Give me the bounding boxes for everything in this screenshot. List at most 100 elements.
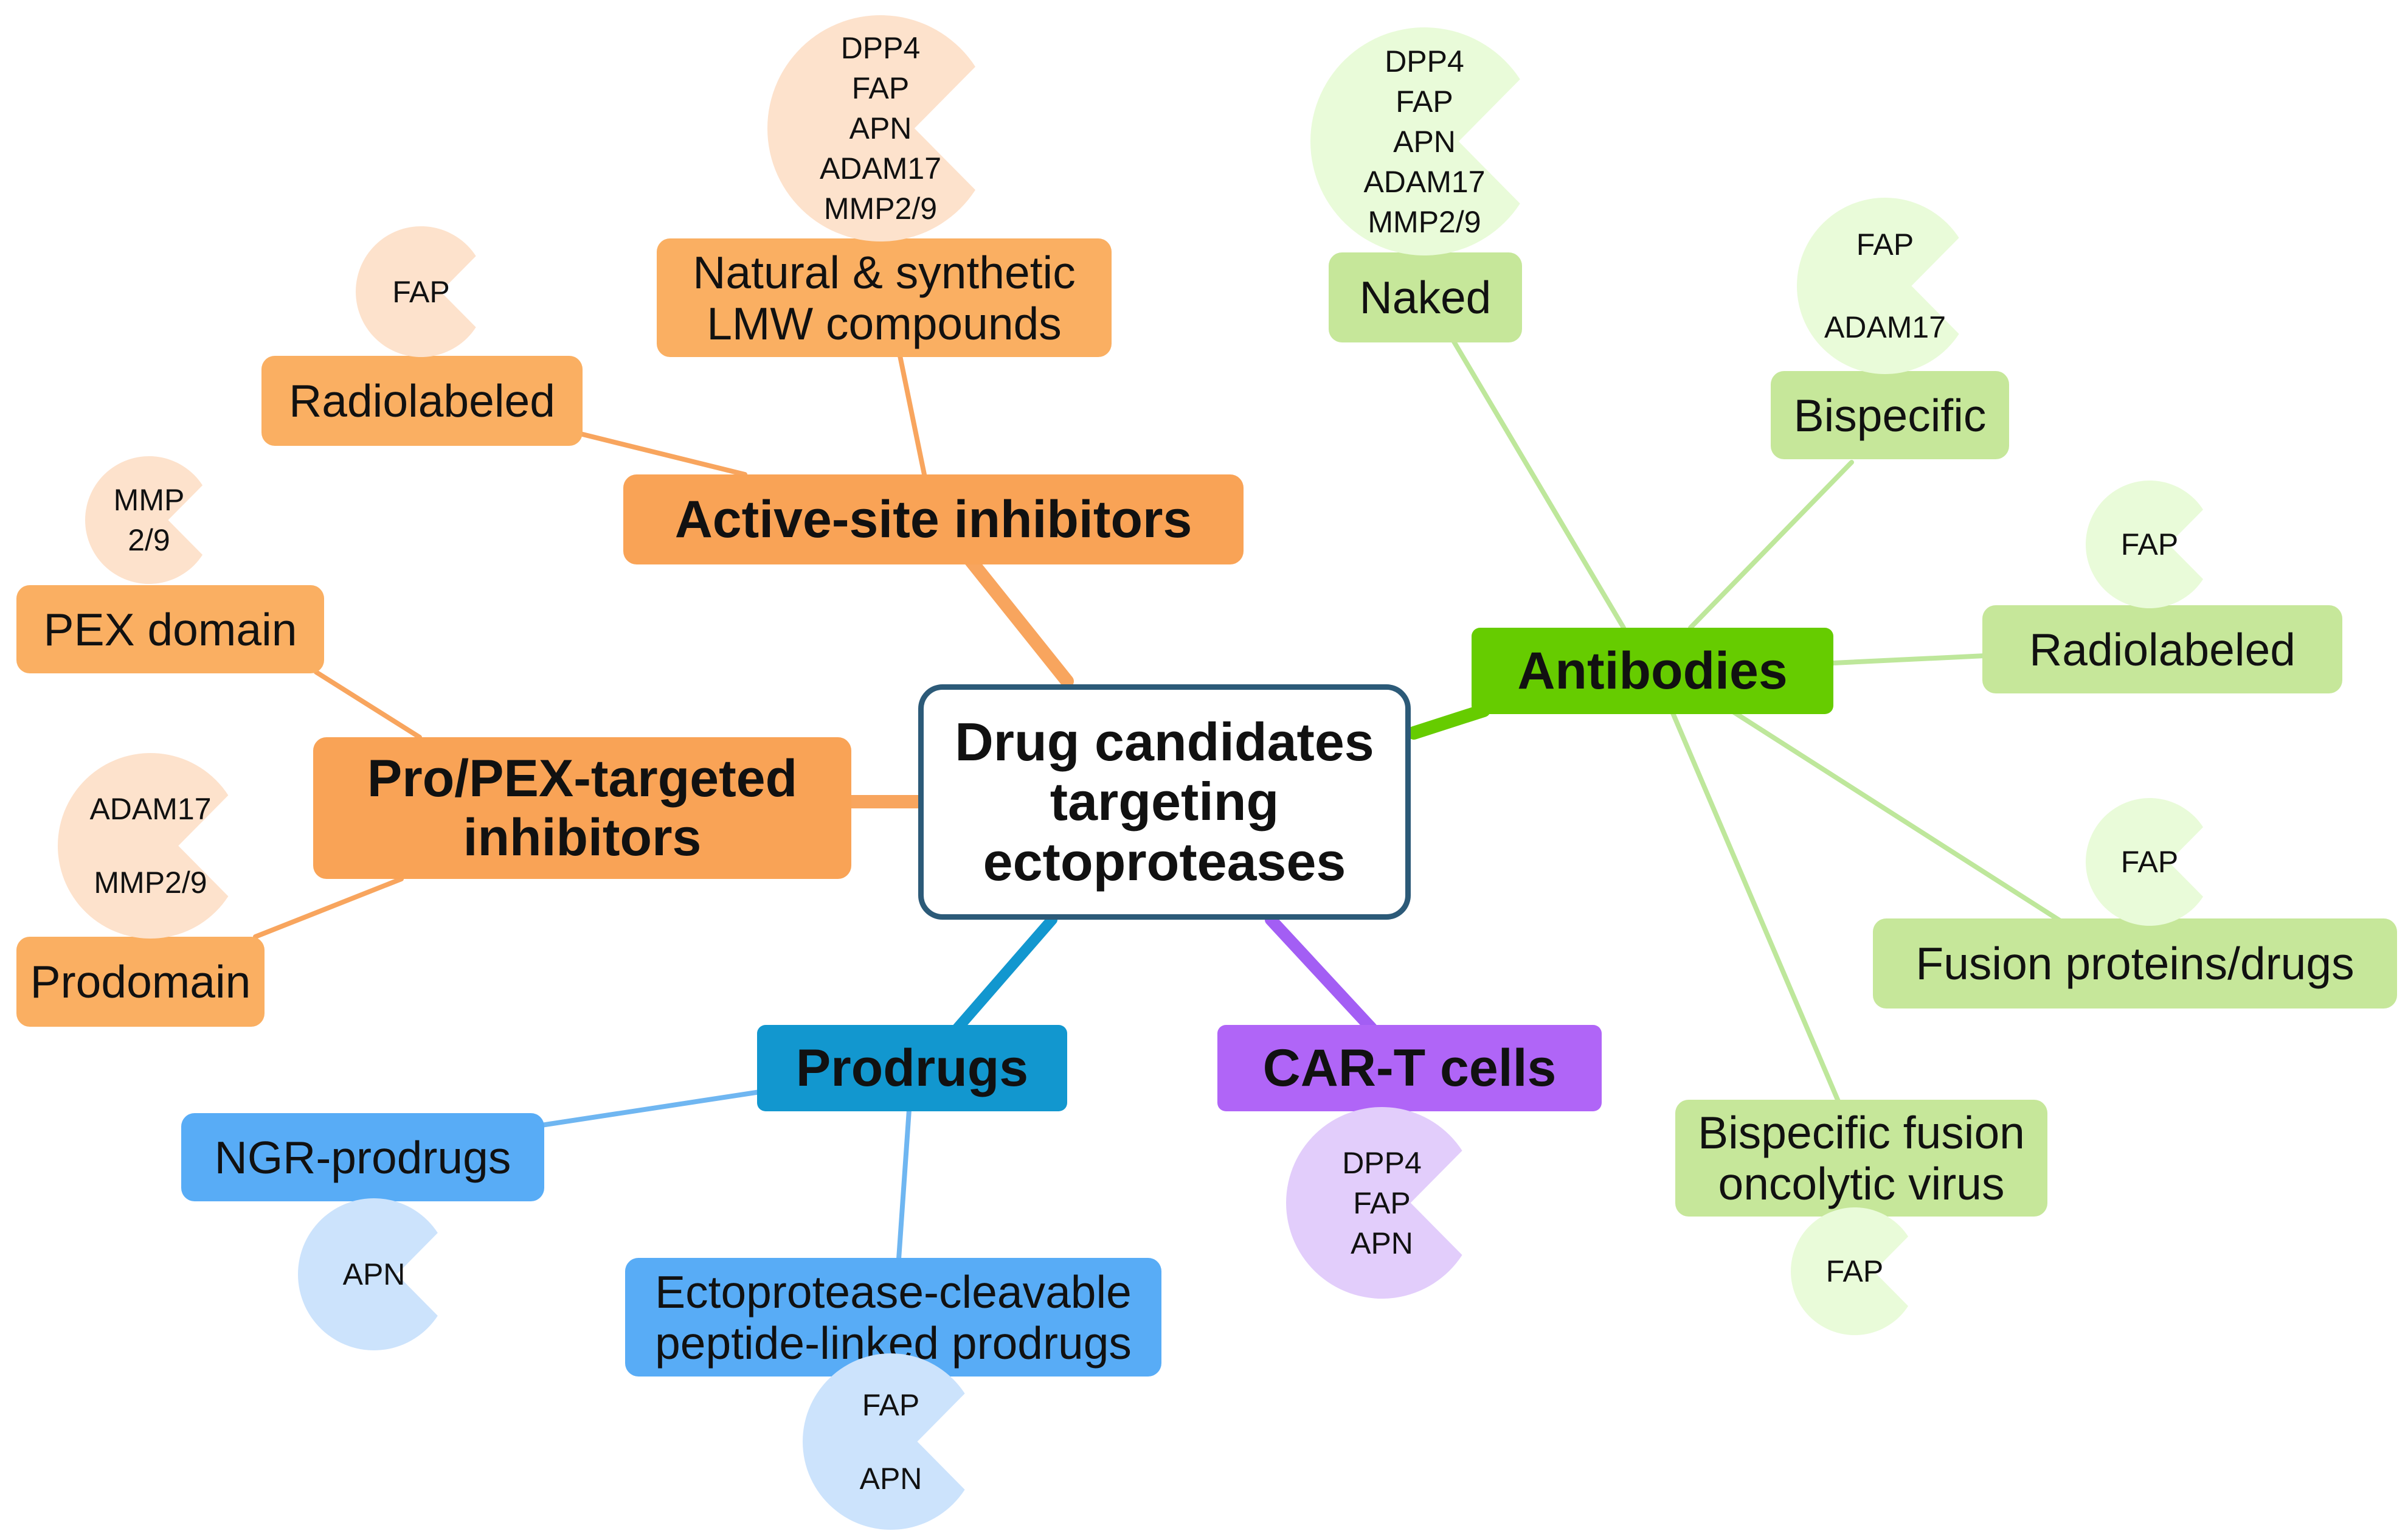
fusion-proteins-node: Fusion proteins/drugs [1873, 918, 2397, 1009]
target-label: DPP4 [1342, 1145, 1422, 1180]
center-node: Drug candidates targeting ectoproteases [918, 684, 1411, 920]
connector-antibodies-bispecific-fusion [1670, 709, 1842, 1106]
target-label: MMP2/9 [823, 192, 938, 226]
pacman-shape [1797, 198, 1959, 374]
enzyme-shape-lmw: DPP4 FAP APN ADAM17 MMP2/9 [767, 15, 994, 241]
car-t-node: CAR-T cells [1217, 1025, 1602, 1111]
ngr-prodrugs-label: NGR-prodrugs [214, 1131, 511, 1183]
target-label: MMP2/9 [1368, 204, 1481, 239]
bispecific-fusion-virus-label: Bispecific fusion oncolytic virus [1698, 1107, 2025, 1209]
target-label: MMP [113, 483, 185, 517]
active-site-inhibitors-label: Active-site inhibitors [674, 490, 1192, 549]
target-label: ADAM17 [89, 792, 212, 826]
target-label: FAP [392, 274, 450, 309]
bispecific-fusion-virus-node: Bispecific fusion oncolytic virus [1675, 1100, 2047, 1217]
naked-label: Naked [1359, 272, 1492, 323]
pacman-icon [1286, 1107, 1462, 1299]
pacman-shape [1791, 1207, 1909, 1335]
pacman-icon [1310, 27, 1520, 255]
enzyme-shape-cleavable: FAP APN [803, 1353, 979, 1530]
target-label: FAP [851, 71, 910, 105]
lmw-compounds-node: Natural & synthetic LMW compounds [657, 238, 1112, 357]
antibodies-node: Antibodies [1472, 628, 1833, 714]
active-site-inhibitors-node: Active-site inhibitors [623, 474, 1244, 564]
target-label: FAP [2120, 845, 2179, 879]
target-label: FAP [2120, 527, 2179, 561]
target-label: APN [849, 111, 912, 145]
pro-pex-inhibitors-label: Pro/PEX-targeted inhibitors [367, 749, 798, 867]
target-label: 2/9 [128, 523, 170, 557]
target-label: DPP4 [840, 31, 921, 65]
cleavable-prodrugs-node: Ectoprotease-cleavable peptide-linked pr… [625, 1258, 1161, 1377]
target-label: APN [1393, 124, 1456, 159]
ngr-prodrugs-node: NGR-prodrugs [181, 1113, 544, 1201]
active-site-radiolabeled-label: Radiolabeled [289, 375, 555, 426]
connector-antibodies-bispecific [1688, 460, 1854, 630]
pacman-shape [1286, 1107, 1462, 1299]
bispecific-label: Bispecific [1793, 389, 1987, 441]
pacman-shape [1310, 27, 1520, 255]
target-label: APN [342, 1257, 406, 1291]
pacman-shape [2086, 481, 2204, 608]
target-label: ADAM17 [819, 151, 942, 186]
pacman-icon [85, 456, 203, 584]
target-label: APN [1351, 1226, 1413, 1260]
target-label: FAP [862, 1387, 920, 1422]
pacman-shape [767, 15, 975, 241]
connector-active-site-lmw [898, 353, 927, 477]
target-label: APN [859, 1461, 922, 1496]
enzyme-shape-ngr: APN [298, 1198, 450, 1350]
pro-pex-inhibitors-node: Pro/PEX-targeted inhibitors [313, 737, 851, 879]
connector-prodrugs-cleavable [896, 1108, 912, 1262]
target-label: FAP [1353, 1186, 1411, 1220]
pacman-shape [356, 226, 476, 357]
enzyme-shape-bispecific-fusion: FAP [1791, 1207, 1918, 1335]
naked-node: Naked [1329, 252, 1522, 342]
center-title: Drug candidates targeting ectoproteases [955, 711, 1374, 892]
connector-prodrugs-ngr [539, 1089, 763, 1128]
pex-domain-label: PEX domain [43, 603, 297, 655]
pex-domain-node: PEX domain [16, 585, 324, 673]
target-label: DPP4 [1385, 44, 1464, 78]
antibodies-radiolabeled-label: Radiolabeled [2029, 623, 2296, 675]
bispecific-node: Bispecific [1771, 371, 2009, 459]
prodrugs-label: Prodrugs [795, 1038, 1029, 1097]
connector-antibodies-fusion [1731, 709, 2064, 924]
target-label: MMP2/9 [94, 866, 207, 900]
connector-pro-pex-pex-domain [314, 670, 422, 740]
prodomain-label: Prodomain [30, 956, 251, 1007]
pacman-shape [2086, 798, 2204, 926]
prodrugs-node: Prodrugs [757, 1025, 1067, 1111]
pacman-icon [356, 226, 476, 357]
pacman-shape [85, 456, 203, 584]
cleavable-prodrugs-label: Ectoprotease-cleavable peptide-linked pr… [655, 1266, 1132, 1369]
target-label: ADAM17 [1824, 310, 1946, 344]
enzyme-shape-fusion: FAP [2086, 798, 2213, 926]
enzyme-shape-naked: DPP4 FAP APN ADAM17 MMP2/9 [1310, 27, 1538, 255]
lmw-compounds-label: Natural & synthetic LMW compounds [693, 246, 1076, 349]
connector-active-site-radiolabeled [575, 431, 747, 477]
pacman-icon [2086, 481, 2204, 608]
pacman-icon [803, 1353, 965, 1530]
target-label: FAP [1825, 1254, 1884, 1288]
enzyme-shape-pex-domain: MMP 2/9 [85, 456, 213, 584]
pacman-icon [298, 1198, 438, 1350]
target-label: FAP [1396, 84, 1453, 119]
enzyme-shape-bispecific: FAP ADAM17 [1797, 198, 1973, 374]
enzyme-shape-prodomain: ADAM17 MMP2/9 [58, 753, 243, 939]
enzyme-shape-antibodies-radiolabeled: FAP [2086, 481, 2213, 608]
enzyme-shape-active-site-radiolabeled: FAP [356, 226, 486, 357]
enzyme-shape-car-t: DPP4 FAP APN [1286, 1107, 1478, 1299]
pacman-icon [1791, 1207, 1909, 1335]
antibodies-label: Antibodies [1517, 641, 1788, 700]
pacman-shape [298, 1198, 438, 1350]
active-site-radiolabeled-node: Radiolabeled [261, 356, 583, 446]
prodomain-node: Prodomain [16, 937, 265, 1027]
pacman-icon [2086, 798, 2204, 926]
target-label: ADAM17 [1363, 164, 1486, 199]
connector-center-active-site [963, 553, 1074, 688]
pacman-icon [58, 753, 229, 939]
connector-center-antibodies [1407, 704, 1490, 740]
